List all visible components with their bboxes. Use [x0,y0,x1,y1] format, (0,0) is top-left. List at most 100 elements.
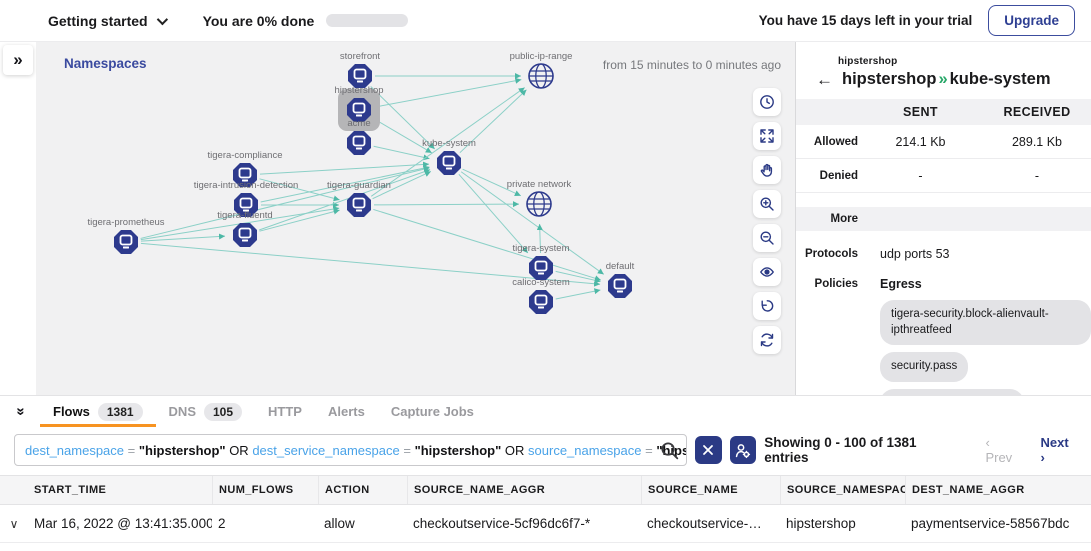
pan-button[interactable] [753,156,781,184]
graph-node-label: tigera-compliance [208,150,283,161]
getting-started-label: Getting started [48,12,148,29]
next-page-button[interactable]: Next › [1040,435,1069,465]
zoom-in-icon [760,197,774,211]
prev-page-button[interactable]: ‹ Prev [985,435,1013,465]
tab-http[interactable]: HTTP [255,396,315,427]
policy-chip[interactable]: security.pass [880,352,969,382]
graph-node-tigera-compliance[interactable]: tigera-compliance [208,150,283,187]
graph-node-tigera-intrusion-detection[interactable]: tigera-intrusion-detection [194,180,299,217]
column-header-num_flows[interactable]: NUM_FLOWS [212,476,318,504]
upgrade-button[interactable]: Upgrade [988,5,1075,36]
stats-col-received: RECEIVED [1003,105,1071,119]
tab-capture-jobs[interactable]: Capture Jobs [378,396,487,427]
tab-label: Alerts [327,404,365,419]
namespace-graph[interactable]: storefront public-ip-range hipstershop acme… [36,42,795,395]
undo-button[interactable] [753,292,781,320]
graph-node-label: tigera-system [512,243,569,254]
graph-node-public-ip-range[interactable]: public-ip-range [510,51,573,89]
graph-title: Namespaces [64,56,147,71]
zoom-in-button[interactable] [753,190,781,218]
column-header-action[interactable]: ACTION [318,476,407,504]
panel-title: hipstershop»kube-system [842,70,1051,89]
graph-node-label: tigera-guardian [327,180,391,191]
graph-node-label: kube-system [422,138,476,149]
clear-query-button[interactable] [694,436,722,464]
zoom-out-button[interactable] [753,224,781,252]
graph-node-label: default [606,261,635,272]
chevron-down-icon [156,13,168,25]
protocols-label: Protocols [804,248,858,260]
more-section-header: More [796,207,1091,231]
flow-cell-source_name: checkoutservice-… [647,516,762,531]
expand-button[interactable] [753,122,781,150]
query-token-field: dest_service_namespace [252,442,400,458]
policy-chip[interactable]: platform.allow-kube-dns [880,388,1025,395]
progress-bar [326,14,409,27]
policies-row: Policies Egress tigera-security.block-al… [796,277,1091,395]
stats-header-row: SENT RECEIVED [796,99,1091,125]
query-token-value: "hipstershop" [138,442,226,458]
flow-cell-action: allow [324,516,355,531]
policy-chip[interactable]: tigera-security.block-alienvault-ipthrea… [880,300,1091,346]
search-icon[interactable] [660,441,679,463]
back-arrow-icon[interactable]: ← [816,70,833,89]
tab-alerts[interactable]: Alerts [315,396,378,427]
graph-node-label: hipstershop [334,85,383,96]
query-token-op: = [641,442,657,458]
flow-cell-source_name_aggr: checkoutservice-5cf96dc6f7-* [413,516,591,531]
eye-icon [760,267,774,277]
row-expander-icon[interactable]: ∨ [9,516,19,531]
filter-row: dest_namespace = "hipstershop" OR dest_s… [0,427,1091,475]
graph-node-private-network[interactable]: private network [507,179,572,217]
zoom-out-icon [760,231,774,245]
column-header-source_namespace[interactable]: SOURCE_NAMESPACE [780,476,905,504]
graph-area[interactable]: storefront public-ip-range hipstershop acme… [36,42,795,395]
flow-cell-dest_name_aggr: paymentservice-58567bdc [911,516,1070,531]
graph-node-tigera-guardian[interactable]: tigera-guardian [327,180,391,217]
graph-node-acme[interactable]: acme [347,118,371,155]
graph-node-hipstershop[interactable]: hipstershop [334,85,384,131]
query-token-value: "hipstershop" [414,442,502,458]
refresh-icon [760,333,774,347]
graph-node-label: tigera-fluentd [217,210,272,221]
tab-label: Flows [53,404,90,419]
flow-cell-source_namespace: hipstershop [786,516,856,531]
column-header-start_time[interactable]: START_TIME [34,484,107,496]
stats-row-denied: Denied-- [796,159,1091,193]
refresh-button[interactable] [753,326,781,354]
graph-node-default[interactable]: default [606,261,635,298]
graph-node-tigera-system[interactable]: tigera-system [512,243,570,280]
user-settings-button[interactable] [729,436,757,464]
clock-button[interactable] [753,88,781,116]
collapse-panel-icon[interactable]: » [12,407,30,416]
graph-node-tigera-prometheus[interactable]: tigera-prometheus [87,217,165,254]
column-header-source_name_aggr[interactable]: SOURCE_NAME_AGGR [407,476,641,504]
graph-node-calico-system[interactable]: calico-system [512,277,570,314]
eye-button[interactable] [753,258,781,286]
graph-node-tigera-fluentd[interactable]: tigera-fluentd [217,210,273,247]
clock-icon [760,95,774,109]
panel-dest: kube-system [949,70,1051,88]
getting-started-dropdown[interactable]: Getting started [48,12,168,29]
expand-sidebar-button[interactable]: » [3,45,33,75]
graph-node-storefront[interactable]: storefront [340,51,380,88]
column-header-source_name[interactable]: SOURCE_NAME [641,476,780,504]
flow-query-input[interactable]: dest_namespace = "hipstershop" OR dest_s… [14,434,687,466]
graph-node-label: storefront [340,51,380,62]
policies-label: Policies [814,278,858,290]
graph-node-label: calico-system [512,277,570,288]
graph-node-label: tigera-prometheus [87,217,164,228]
pan-icon [760,163,773,177]
showing-entries-text: Showing 0 - 100 of 1381 entries [764,435,917,465]
graph-node-kube-system[interactable]: kube-system [422,138,476,175]
left-rail: » [0,42,36,395]
column-header-dest_name_aggr[interactable]: DEST_NAME_AGGR [905,476,1091,504]
graph-node-label: public-ip-range [510,51,573,62]
query-token-field: source_namespace [528,442,642,458]
